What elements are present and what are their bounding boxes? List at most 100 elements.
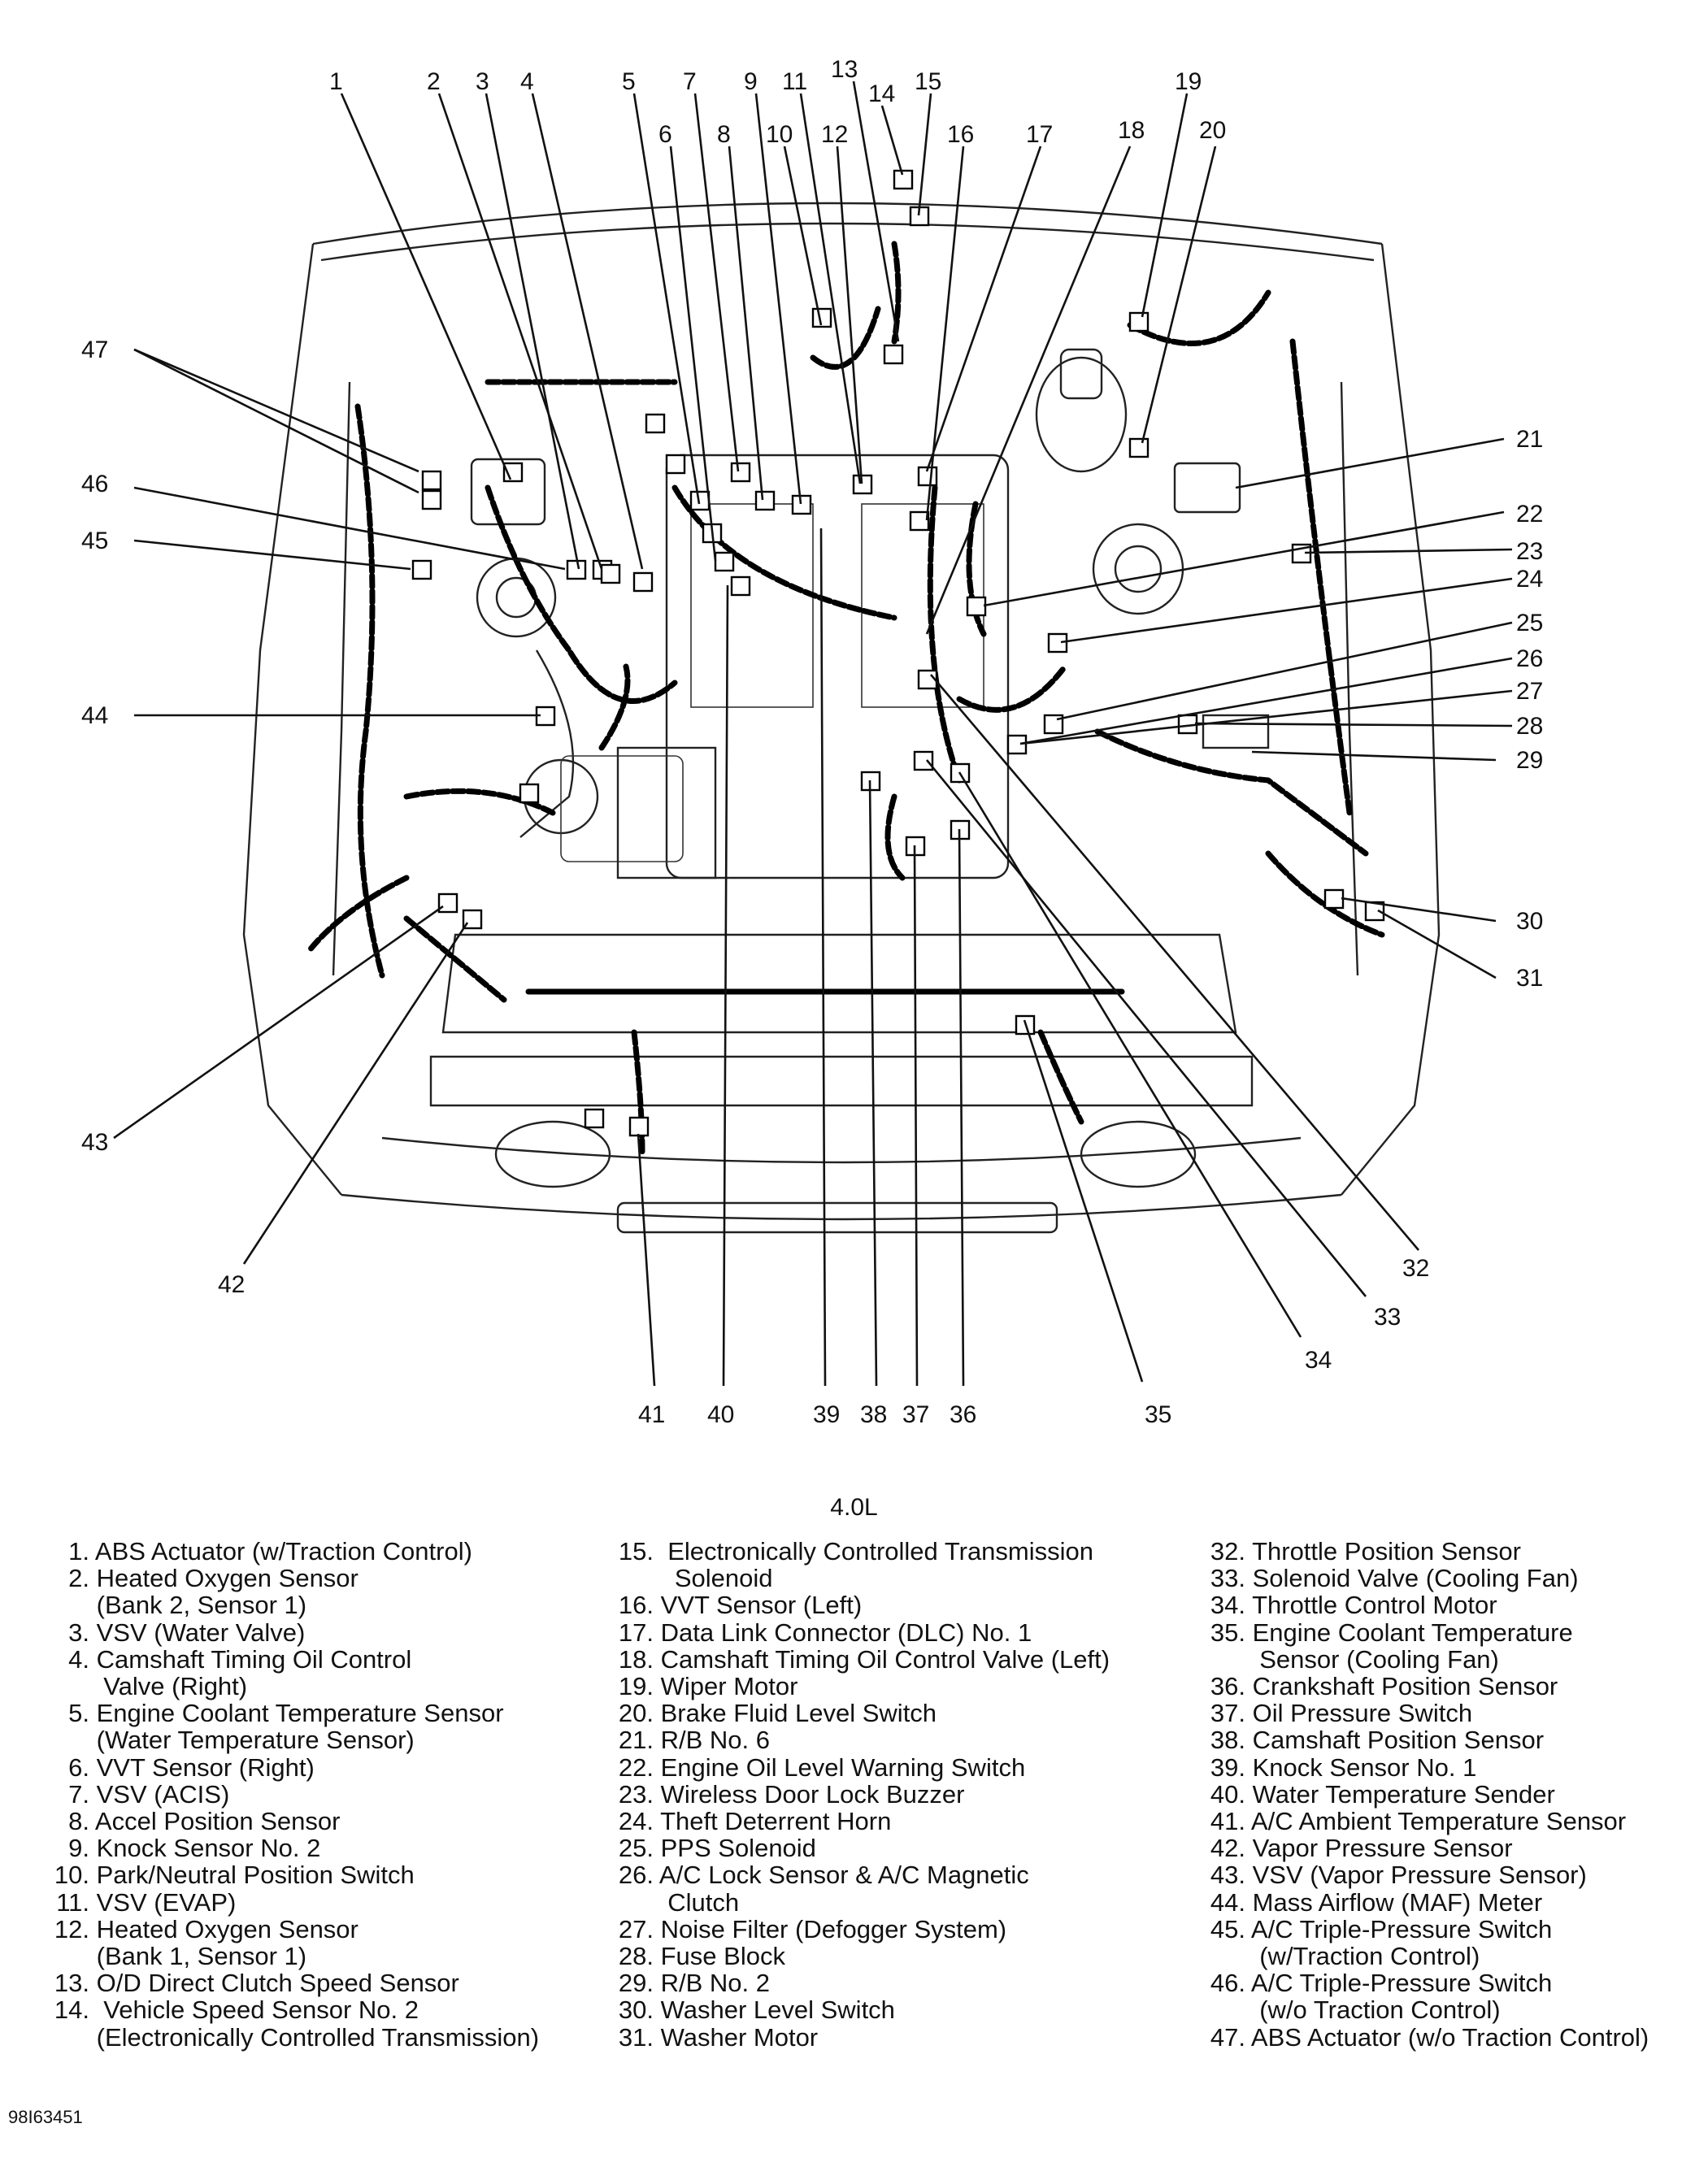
legend-item: 14. Vehicle Speed Sensor No. 2 <box>39 1996 600 2023</box>
legend-item-text: Data Link Connector (DLC) No. 1 <box>660 1618 1032 1647</box>
legend-item: 15. Electronically Controlled Transmissi… <box>603 1538 1189 1565</box>
callout-43: 43 <box>81 1129 108 1156</box>
legend-item-number: 28. <box>618 1942 654 1971</box>
callout-9: 9 <box>744 68 758 95</box>
legend-item-number: 16. <box>618 1591 654 1620</box>
legend-item-text: Noise Filter (Defogger System) <box>660 1914 1007 1943</box>
legend-item-text: Clutch <box>660 1887 740 1917</box>
legend-item: 4. Camshaft Timing Oil Control <box>39 1646 600 1673</box>
legend-item-text: Throttle Position Sensor <box>1252 1537 1521 1566</box>
legend-item-text: Valve (Right) <box>96 1672 248 1701</box>
legend-item-text: Heated Oxygen Sensor <box>96 1564 359 1593</box>
legend-item-text: R/B No. 6 <box>660 1726 771 1755</box>
legend-item: 45. A/C Triple-Pressure Switch <box>1195 1916 1707 1943</box>
legend-item-text: (Water Temperature Sensor) <box>96 1726 415 1755</box>
legend-item: 6. VVT Sensor (Right) <box>39 1752 600 1782</box>
legend-column-2: 15. Electronically Controlled Transmissi… <box>603 1538 1189 2051</box>
legend-item-number: 46. <box>1210 1969 1245 1998</box>
legend-item-number: 12. <box>54 1914 89 1943</box>
legend-item-number: 42. <box>1210 1834 1245 1863</box>
legend-item-number: 13. <box>54 1969 89 1998</box>
legend-item: 16. VVT Sensor (Left) <box>603 1592 1189 1618</box>
legend-item: 12. Heated Oxygen Sensor <box>39 1916 600 1943</box>
legend-item-text: Vapor Pressure Sensor <box>1252 1834 1513 1863</box>
legend-item: Valve (Right) <box>39 1673 600 1700</box>
legend-item: 22. Engine Oil Level Warning Switch <box>603 1752 1189 1782</box>
callout-11: 11 <box>782 68 807 95</box>
legend-item: 43. VSV (Vapor Pressure Sensor) <box>1195 1861 1707 1888</box>
legend-item: (w/Traction Control) <box>1195 1943 1707 1969</box>
legend-item-text: R/B No. 2 <box>660 1969 771 1998</box>
legend-item: 36. Crankshaft Position Sensor <box>1195 1673 1707 1700</box>
legend-item-number: 41. <box>1210 1807 1245 1836</box>
legend-item-number: 45. <box>1210 1914 1245 1943</box>
legend-item-number: 3. <box>68 1618 89 1647</box>
legend-item: 3. VSV (Water Valve) <box>39 1618 600 1647</box>
legend-item-number: 44. <box>1210 1887 1245 1917</box>
callout-18: 18 <box>1118 117 1145 144</box>
callout-22: 22 <box>1516 501 1543 528</box>
legend-item: 9. Knock Sensor No. 2 <box>39 1835 600 1861</box>
legend-item-number: 6. <box>68 1752 89 1782</box>
callout-28: 28 <box>1516 713 1543 740</box>
callout-37: 37 <box>902 1401 929 1428</box>
callout-4: 4 <box>520 68 534 95</box>
legend-item-text: ABS Actuator (w/o Traction Control) <box>1250 2022 1649 2052</box>
legend-item-text: (w/o Traction Control) <box>1252 1995 1501 2025</box>
callout-6: 6 <box>658 121 672 148</box>
legend-item: Solenoid <box>603 1565 1189 1592</box>
vehicle-body-outline <box>242 202 1441 1234</box>
legend-item-text: A/C Triple-Pressure Switch <box>1250 1914 1553 1943</box>
legend-item-text: Camshaft Position Sensor <box>1252 1726 1545 1755</box>
legend-item-text: A/C Lock Sensor & A/C Magnetic <box>658 1861 1029 1890</box>
legend-item-text: Fuse Block <box>660 1942 785 1971</box>
callout-39: 39 <box>813 1401 840 1428</box>
legend-item-text: Engine Coolant Temperature Sensor <box>96 1699 504 1728</box>
engine-compartment-diagram: 1 2 3 4 5 6 7 8 9 10 11 12 13 14 15 16 1… <box>81 56 1543 1428</box>
legend-item-text: Solenoid <box>660 1564 773 1593</box>
legend-item-number: 10. <box>54 1861 89 1890</box>
legend-item-number: 22. <box>618 1752 654 1782</box>
legend-item: 23. Wireless Door Lock Buzzer <box>603 1781 1189 1808</box>
legend-item: 30. Washer Level Switch <box>603 1996 1189 2023</box>
legend-item-text: Camshaft Timing Oil Control <box>96 1644 412 1674</box>
legend-item-number: 15. <box>618 1537 654 1566</box>
legend-item-text: Park/Neutral Position Switch <box>96 1861 415 1890</box>
legend-item-text: VVT Sensor (Left) <box>660 1591 863 1620</box>
legend-item-text: Theft Deterrent Horn <box>660 1807 892 1836</box>
legend-item-text: VSV (ACIS) <box>96 1779 230 1809</box>
legend-item: (Electronically Controlled Transmission) <box>39 2024 600 2051</box>
legend-item: 5. Engine Coolant Temperature Sensor <box>39 1700 600 1726</box>
callout-10: 10 <box>766 121 793 148</box>
legend-item: 44. Mass Airflow (MAF) Meter <box>1195 1887 1707 1917</box>
callout-24: 24 <box>1516 566 1543 593</box>
legend-item-number: 11. <box>56 1887 89 1917</box>
legend-item: 1. ABS Actuator (w/Traction Control) <box>39 1538 600 1565</box>
callout-2: 2 <box>427 68 441 95</box>
legend-item-text: Washer Motor <box>660 2022 819 2052</box>
legend-item-text: Accel Position Sensor <box>94 1807 341 1836</box>
callout-15: 15 <box>915 68 941 95</box>
legend-item: 18. Camshaft Timing Oil Control Valve (L… <box>603 1646 1189 1673</box>
legend-item: 40. Water Temperature Sender <box>1195 1781 1707 1808</box>
legend-item-number: 31. <box>618 2022 654 2052</box>
legend-item-number: 24. <box>618 1807 654 1836</box>
callout-41: 41 <box>638 1401 665 1428</box>
callout-33: 33 <box>1374 1304 1401 1331</box>
legend-item-text: Knock Sensor No. 2 <box>96 1834 321 1863</box>
legend-item: (Water Temperature Sensor) <box>39 1726 600 1753</box>
legend-item: 31. Washer Motor <box>603 2022 1189 2052</box>
legend-item: 13. O/D Direct Clutch Speed Sensor <box>39 1969 600 1996</box>
connectors <box>411 169 1385 1137</box>
callout-44: 44 <box>81 702 108 729</box>
callout-14: 14 <box>868 80 895 107</box>
legend-item-text: Solenoid Valve (Cooling Fan) <box>1252 1564 1579 1593</box>
legend-item-number: 27. <box>618 1914 654 1943</box>
legend-item-text: Engine Coolant Temperature <box>1252 1618 1573 1647</box>
legend-item-number: 5. <box>68 1699 89 1728</box>
legend-item: 28. Fuse Block <box>603 1943 1189 1969</box>
legend-item-number: 33. <box>1210 1564 1245 1593</box>
legend-item: 10. Park/Neutral Position Switch <box>39 1861 600 1888</box>
callout-16: 16 <box>947 121 974 148</box>
legend-item-text: A/C Triple-Pressure Switch <box>1250 1969 1553 1998</box>
